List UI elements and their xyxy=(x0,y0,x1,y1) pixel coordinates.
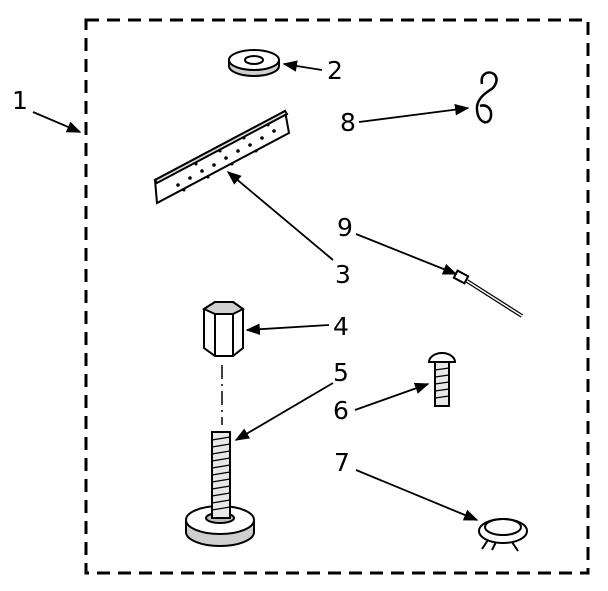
leader-7 xyxy=(355,469,479,521)
callout-1: 1 xyxy=(12,86,28,115)
leader-8 xyxy=(358,103,470,123)
leveling-leg-part xyxy=(185,431,255,547)
carriage-bolt-part xyxy=(427,352,457,407)
callout-5: 5 xyxy=(333,358,349,387)
cable-tie-part xyxy=(452,269,524,318)
leader-2 xyxy=(282,60,323,72)
kit-boundary xyxy=(84,18,590,575)
leader-4 xyxy=(245,323,330,335)
callout-7: 7 xyxy=(334,448,350,477)
hose-clamp-part xyxy=(478,518,528,552)
hex-coupling-nut-part xyxy=(201,301,245,357)
leader-6 xyxy=(354,382,430,411)
washer-part xyxy=(228,49,280,77)
hook-clip-part xyxy=(475,71,498,124)
callout-6: 6 xyxy=(333,396,349,425)
leader-1 xyxy=(32,111,82,133)
callout-9: 9 xyxy=(337,213,353,242)
callout-4: 4 xyxy=(333,312,349,341)
leader-9 xyxy=(355,233,458,275)
leader-3 xyxy=(226,171,334,261)
callout-8: 8 xyxy=(340,108,356,137)
leader-5 xyxy=(234,382,334,441)
callout-2: 2 xyxy=(327,56,343,85)
leader-lines xyxy=(32,60,479,521)
callout-3: 3 xyxy=(335,260,351,289)
bracket-strip-part xyxy=(153,109,291,205)
